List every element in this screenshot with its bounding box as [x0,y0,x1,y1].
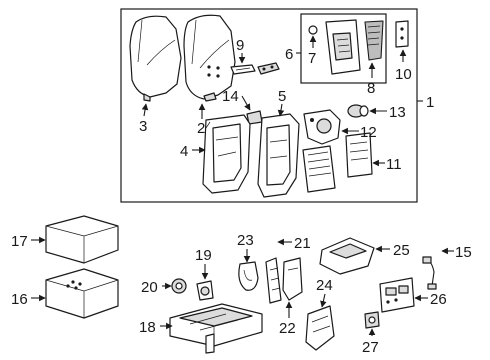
leader-3 [141,103,149,117]
part-10-bezel [395,20,409,48]
callout-1: 1 [426,94,434,111]
assembly-frame-box [120,8,418,203]
callout-18: 18 [139,319,156,336]
part-24-bracket [305,305,335,351]
callout-27: 27 [362,339,379,356]
leader-lines [31,35,454,336]
part-11-panel [302,132,373,193]
callout-20: 20 [141,279,158,296]
callout-4: 4 [180,143,188,160]
part-27-knob [364,311,380,329]
callout-21: 21 [294,235,311,252]
part-15-harness [422,256,437,290]
part-16-cover [45,268,119,319]
leader-24 [320,293,327,308]
part-5-seatback-frame [257,113,300,198]
part-13-knob [347,104,369,118]
part-25-tray [319,237,375,275]
callout-labels: 1 2 3 4 5 6 7 8 9 10 11 12 13 14 15 16 1… [11,37,472,356]
part-20-ring [171,278,187,294]
callout-9: 9 [236,37,244,54]
callout-8: 8 [367,80,375,97]
subassembly-box-6-8 [300,13,387,84]
part-9-bracket [257,62,280,75]
callout-6: 6 [285,46,293,63]
callout-13: 13 [389,104,406,121]
callout-7: 7 [308,50,316,67]
part-17-cover [45,215,119,264]
callout-2: 2 [197,120,205,137]
part-7-clip [308,25,318,35]
callout-19: 19 [195,247,212,264]
part-2-seatback-cushion [183,14,236,102]
part-19-motor [196,280,214,301]
part-22-shield [282,257,303,301]
callout-24: 24 [316,277,333,294]
part-12-recliner [303,109,341,145]
part-8-housing [325,19,361,75]
part-21-track [265,257,282,304]
callout-15: 15 [455,244,472,261]
part-3-seatback-cushion [129,15,182,102]
callout-5: 5 [278,88,286,105]
callout-10: 10 [395,66,412,83]
callout-17: 17 [11,233,28,250]
callout-26: 26 [430,291,447,308]
callout-11: 11 [386,156,402,173]
callout-22: 22 [279,320,296,337]
callout-12: 12 [360,124,377,141]
part-18-seat-frame [169,303,263,354]
callout-3: 3 [139,118,147,135]
leader-5 [277,103,285,117]
callout-14: 14 [222,88,239,105]
part-8-panel [364,20,384,61]
part-4-seatback-frame [202,114,251,194]
callout-16: 16 [11,291,28,308]
part-23-spring [238,261,259,291]
leader-14 [241,95,251,111]
callout-23: 23 [237,232,254,249]
callout-25: 25 [393,242,410,259]
part-9-armrest-trim [230,64,256,75]
part-26-bezel [379,277,415,313]
